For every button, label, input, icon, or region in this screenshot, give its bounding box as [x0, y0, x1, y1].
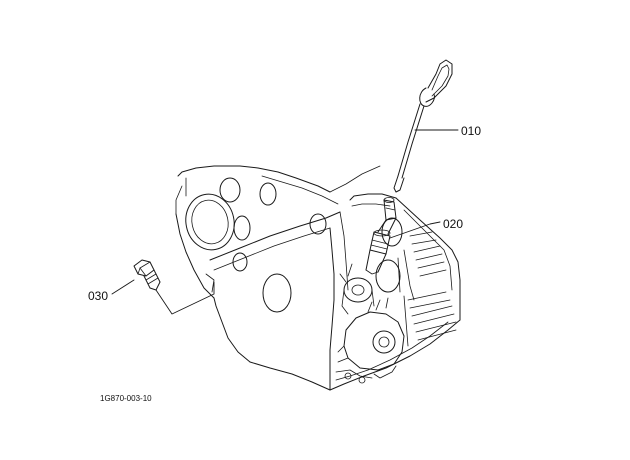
callout-label-010: 010	[461, 124, 481, 138]
guide-pipe-part	[365, 197, 397, 275]
drawing-code: 1G870-003-10	[100, 394, 152, 403]
callout-label-030: 030	[88, 289, 108, 303]
callout-label-020: 020	[443, 217, 463, 231]
leader-lines	[111, 129, 459, 315]
engine-block	[175, 165, 461, 391]
dipstick-part	[393, 59, 453, 193]
plug-part	[133, 259, 161, 291]
